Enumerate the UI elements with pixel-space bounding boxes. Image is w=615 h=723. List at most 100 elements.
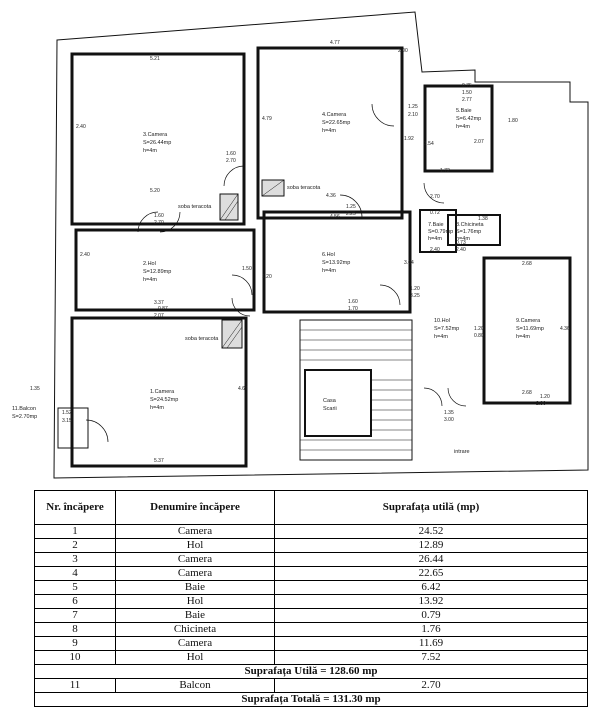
cell-nr: 7 (34, 608, 116, 623)
room-8-area: S=1.76mp (456, 229, 481, 235)
entrance-label: intrare (454, 449, 470, 455)
room-5-name: 5.Baie (456, 108, 472, 114)
dim-label: 0.80 (474, 333, 484, 339)
cell-name: Hol (115, 594, 275, 609)
dim-label: 1.50 (462, 90, 472, 96)
cell-nr: 8 (34, 622, 116, 637)
cell-area: 24.52 (274, 524, 588, 539)
dim-label: 5.20 (150, 188, 160, 194)
stairs-label-1: Casa (323, 398, 337, 404)
room-3-area: S=26.44mp (143, 140, 171, 146)
room-4-name: 4.Camera (322, 112, 347, 118)
room-10-area: S=7.52mp (434, 326, 459, 332)
room-6-height: h=4m (322, 268, 336, 274)
room-1-area: S=24.52mp (150, 397, 178, 403)
cell-name: Camera (115, 566, 275, 581)
cell-area: 11.69 (274, 636, 588, 651)
cell-name: Camera (115, 636, 275, 651)
dim-label: 0.72 (430, 210, 440, 216)
room-5-area: S=6.42mp (456, 116, 481, 122)
dim-label: 4.77 (330, 40, 340, 46)
dim-label: 4.79 (262, 116, 272, 122)
dim-label: 4.56 (330, 214, 340, 220)
room-11-area: S=2.70mp (12, 414, 37, 420)
dim-label: 2.00 (398, 48, 408, 54)
cell-area: 7.52 (274, 650, 588, 665)
room-1-name: 1.Camera (150, 389, 175, 395)
room-8-height: h=4m (456, 236, 470, 242)
dim-label: 2.30 (536, 401, 546, 407)
dim-label: 1.52 (62, 410, 72, 416)
cell-name: Baie (115, 580, 275, 595)
stove-label-3: soba teracota (185, 336, 219, 342)
dim-label: 2.40 (80, 252, 90, 258)
room-1-height: h=4m (150, 405, 164, 411)
dim-label: 3.25 (410, 293, 420, 299)
header-name: Denumire încăpere (115, 490, 275, 525)
room-3-height: h=4m (143, 148, 157, 154)
cell-area: 2.70 (274, 678, 588, 693)
cell-nr: 9 (34, 636, 116, 651)
room-6-name: 6.Hol (322, 252, 335, 258)
dim-label: 1.60 (226, 151, 236, 157)
dim-label: 2.40 (76, 124, 86, 130)
stove-label-2: soba teracota (287, 185, 321, 191)
grand-total-row: Suprafața Totală = 131.30 mp (34, 692, 588, 707)
cell-area: 22.65 (274, 566, 588, 581)
dim-label: 2.07 (474, 139, 484, 145)
dim-label: 4.67 (238, 386, 248, 392)
room-6-area: S=13.92mp (322, 260, 350, 266)
dim-label: 1.38 (478, 216, 488, 222)
dim-label: 1.20 (474, 326, 484, 332)
cell-area: 1.76 (274, 622, 588, 637)
dim-label: 2.40 (456, 247, 466, 253)
header-area: Suprafața utilă (mp) (274, 490, 588, 525)
dim-label: 3.54 (424, 141, 434, 147)
dim-label: 4.36 (560, 326, 570, 332)
dim-label: 1.72 (440, 168, 450, 174)
dim-label: 2.70 (430, 194, 440, 200)
util-total: Suprafața Utilă = 128.60 mp (34, 664, 588, 679)
dim-label: 2.07 (154, 313, 164, 319)
cell-area: 26.44 (274, 552, 588, 567)
dim-label: 4.36 (326, 193, 336, 199)
dim-label: 3.15 (62, 418, 72, 424)
dim-label: 2.70 (154, 220, 164, 226)
dim-label: 1.70 (348, 306, 358, 312)
dim-label: 1.80 (508, 118, 518, 124)
cell-nr: 3 (34, 552, 116, 567)
dim-label: 3.04 (404, 260, 414, 266)
dim-label: 3.37 (154, 300, 164, 306)
dim-label: 0.75 (462, 83, 472, 89)
cell-nr: 10 (34, 650, 116, 665)
dim-label: 1.25 (346, 204, 356, 210)
cell-nr: 1 (34, 524, 116, 539)
grand-total: Suprafața Totală = 131.30 mp (34, 692, 588, 707)
room-4-area: S=22.65mp (322, 120, 350, 126)
dim-label: 2.68 (522, 261, 532, 267)
cell-name: Camera (115, 524, 275, 539)
cell-name: Camera (115, 552, 275, 567)
rooms-table: Nr. încăpere Denumire încăpere Suprafața… (34, 490, 588, 707)
cell-name: Hol (115, 650, 275, 665)
dim-label: 3.00 (444, 417, 454, 423)
dim-label: 2.10 (408, 112, 418, 118)
dim-label: 2.68 (522, 390, 532, 396)
room-5-height: h=4m (456, 124, 470, 130)
dim-label: 1.50 (242, 266, 252, 272)
room-9-name: 9.Camera (516, 318, 541, 324)
dim-label: 1.20 (262, 274, 272, 280)
cell-nr: 11 (34, 678, 116, 693)
header-nr: Nr. încăpere (34, 490, 116, 525)
dim-label: 2.70 (226, 158, 236, 164)
room-10-height: h=4m (434, 334, 448, 340)
dim-label: 0.73 (456, 240, 466, 246)
cell-nr: 6 (34, 594, 116, 609)
room-2-height: h=4m (143, 277, 157, 283)
